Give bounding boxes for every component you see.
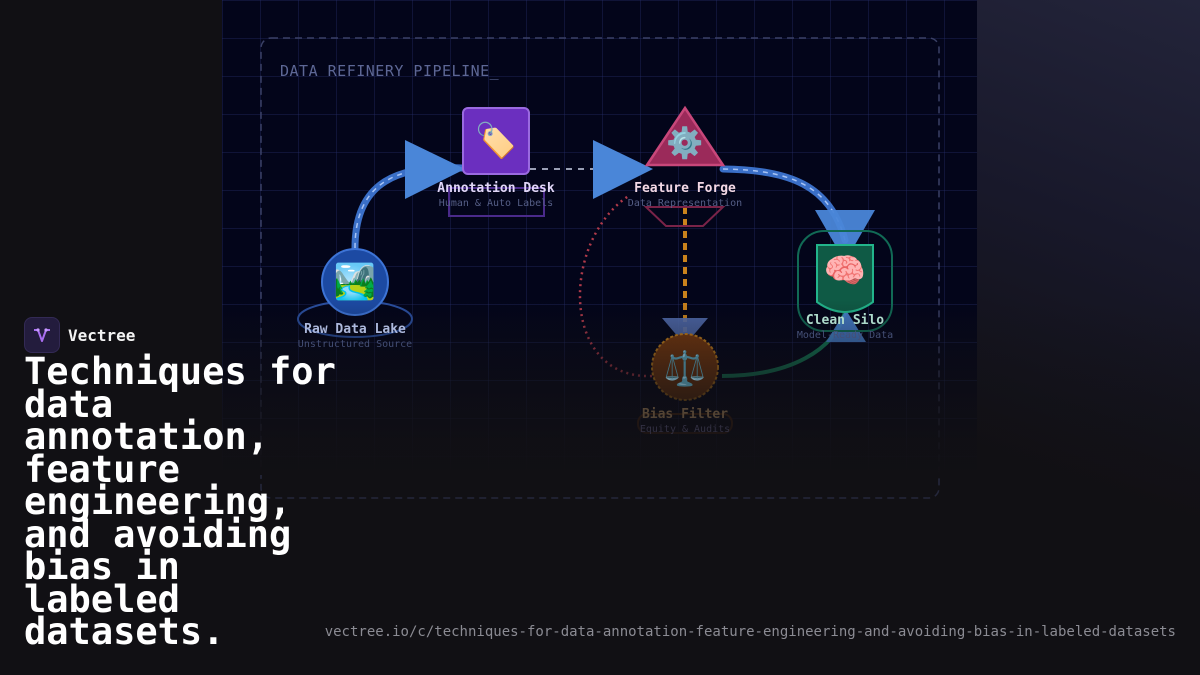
brand-name: Vectree: [68, 325, 136, 345]
gear-icon: ⚙️: [666, 126, 704, 161]
brain-icon: 🧠: [823, 251, 867, 291]
pipeline-title: DATA REFINERY PIPELINE_: [280, 62, 500, 80]
label-tag-icon: 🏷️: [474, 121, 518, 161]
feature-node-shape: [644, 105, 726, 167]
bias-node-subtitle: Equity & Audits: [639, 424, 731, 435]
clean-node-subtitle: Model-Ready Data: [796, 330, 894, 341]
arrowhead-annotation: [405, 140, 465, 199]
page-title: Techniques for data annotation, feature …: [24, 350, 336, 653]
feature-node-label: Feature Forge: [634, 181, 736, 196]
arrowhead-feature: [593, 140, 653, 199]
article-url[interactable]: vectree.io/c/techniques-for-data-annotat…: [324, 624, 1176, 640]
scales-icon: ⚖️: [663, 349, 707, 389]
raw-node-label: Raw Data Lake: [304, 322, 406, 337]
annotation-node-label: Annotation Desk: [437, 181, 555, 196]
landscape-icon: 🏞️: [333, 262, 377, 302]
annotation-node-subtitle: Human & Auto Labels: [438, 198, 554, 209]
arrowhead-clean: [815, 210, 875, 262]
raw-node-subtitle: Unstructured Source: [297, 339, 413, 350]
bias-node-label: Bias Filter: [641, 407, 729, 422]
waveform-v-icon: [24, 317, 60, 353]
annotation-node-shape: [462, 107, 530, 175]
annotation-node-base: [448, 187, 545, 217]
feature-node-subtitle: Data Representation: [627, 198, 743, 209]
clean-node-label: Clean Silo: [805, 313, 885, 328]
brand[interactable]: Vectree: [24, 317, 135, 353]
feature-node-base: [643, 206, 726, 227]
